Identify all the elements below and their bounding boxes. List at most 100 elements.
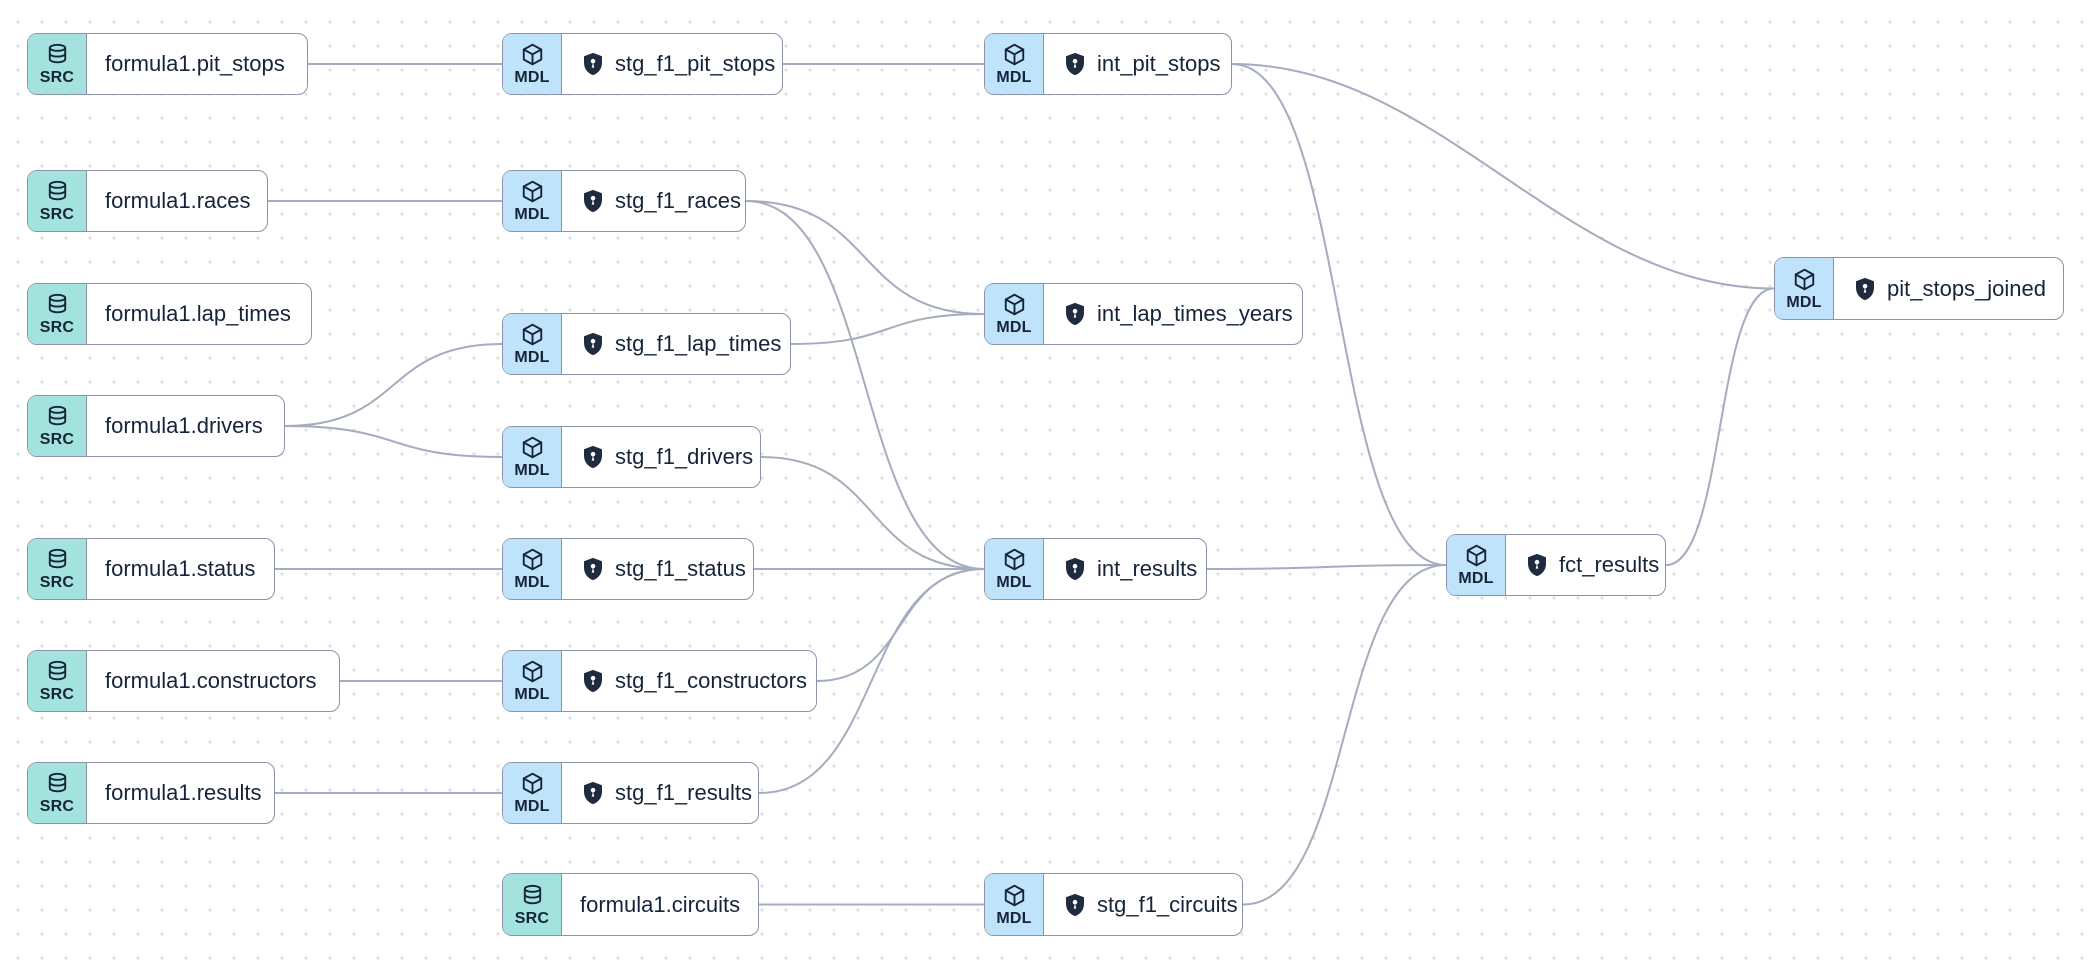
node-label: formula1.races [105, 188, 251, 213]
edge-stg-f1-races-to-int-results [745, 200, 985, 570]
lineage-node-stg-f1-status[interactable]: MDL stg_f1_status [502, 538, 754, 600]
source-type-badge: SRC [503, 874, 562, 935]
badge-label: MDL [514, 69, 550, 86]
node-label: pit_stops_joined [1887, 275, 2047, 301]
lineage-node-formula1-results[interactable]: SRC formula1.results [27, 762, 275, 824]
cube-icon [1794, 268, 1814, 290]
edge-int-pit-stops-to-fct-results [1231, 63, 1447, 566]
shield-keyhole-icon [584, 557, 602, 581]
shield-keyhole-icon [584, 189, 602, 213]
model-type-badge: MDL [1447, 535, 1506, 595]
node-label: formula1.drivers [105, 413, 263, 438]
node-body: stg_f1_status [562, 539, 753, 599]
lineage-node-stg-f1-races[interactable]: MDL stg_f1_races [502, 170, 746, 232]
node-label: stg_f1_circuits [1097, 891, 1238, 917]
cube-icon [1004, 548, 1024, 571]
badge-label: MDL [514, 574, 550, 591]
source-type-badge: SRC [28, 763, 87, 823]
lineage-node-fct-results[interactable]: MDL fct_results [1446, 534, 1666, 596]
node-label: formula1.lap_times [105, 301, 291, 326]
node-label: stg_f1_drivers [615, 444, 754, 469]
source-type-badge: SRC [28, 539, 87, 599]
badge-label: SRC [39, 206, 75, 223]
cube-icon [522, 180, 542, 203]
model-type-badge: MDL [985, 284, 1044, 344]
edge-int-results-to-fct-results [1206, 564, 1447, 570]
node-body: formula1.drivers [87, 396, 284, 456]
node-label: formula1.status [105, 556, 256, 581]
node-body: formula1.circuits [562, 874, 758, 935]
database-icon [48, 405, 66, 426]
lineage-node-formula1-races[interactable]: SRC formula1.races [27, 170, 268, 232]
lineage-node-formula1-drivers[interactable]: SRC formula1.drivers [27, 395, 285, 457]
lineage-node-int-pit-stops[interactable]: MDL int_pit_stops [984, 33, 1232, 95]
shield-keyhole-icon [584, 52, 602, 76]
lineage-node-stg-f1-circuits[interactable]: MDL stg_f1_circuits [984, 873, 1243, 936]
node-body: formula1.lap_times [87, 284, 311, 344]
edge-int-pit-stops-to-pit-stops-joined [1231, 63, 1775, 290]
source-type-badge: SRC [28, 396, 87, 456]
lineage-node-formula1-status[interactable]: SRC formula1.status [27, 538, 275, 600]
cube-icon [522, 772, 542, 795]
shield-keyhole-icon [1066, 52, 1084, 76]
node-body: stg_f1_circuits [1044, 874, 1242, 935]
model-type-badge: MDL [503, 763, 562, 823]
node-body: int_pit_stops [1044, 34, 1231, 94]
edge-stg-f1-lap-times-to-int-lap-times-years [790, 313, 985, 345]
node-label: formula1.constructors [105, 668, 317, 693]
node-label: int_pit_stops [1097, 51, 1221, 76]
edge-stg-f1-circuits-to-fct-results [1242, 564, 1447, 906]
cube-icon [1004, 884, 1024, 906]
node-body: pit_stops_joined [1834, 258, 2063, 319]
badge-label: MDL [996, 909, 1032, 927]
badge-label: SRC [39, 431, 75, 448]
node-label: fct_results [1559, 552, 1660, 577]
node-body: stg_f1_lap_times [562, 314, 790, 374]
lineage-node-stg-f1-drivers[interactable]: MDL stg_f1_drivers [502, 426, 761, 488]
badge-label: MDL [996, 69, 1032, 86]
edge-fct-results-to-pit-stops-joined [1665, 287, 1775, 566]
lineage-node-formula1-circuits[interactable]: SRC formula1.circuits [502, 873, 759, 936]
node-label: stg_f1_races [615, 188, 741, 213]
lineage-node-pit-stops-joined[interactable]: MDL pit_stops_joined [1774, 257, 2064, 320]
cube-icon [522, 436, 542, 459]
edge-stg-f1-results-to-int-results [758, 568, 985, 794]
shield-keyhole-icon [1528, 553, 1546, 577]
cube-icon [522, 43, 542, 66]
node-label: formula1.circuits [580, 891, 741, 917]
badge-label: MDL [1786, 293, 1822, 311]
node-body: fct_results [1506, 535, 1665, 595]
model-type-badge: MDL [1775, 258, 1834, 319]
badge-label: SRC [39, 798, 75, 815]
database-icon [48, 548, 66, 569]
node-label: formula1.results [105, 780, 262, 805]
badge-label: MDL [1458, 570, 1494, 587]
badge-label: MDL [514, 349, 550, 366]
cube-icon [1004, 293, 1024, 316]
database-icon [48, 180, 66, 201]
cube-icon [1466, 544, 1486, 567]
model-type-badge: MDL [503, 314, 562, 374]
edge-formula1-drivers-to-stg-f1-lap-times [284, 343, 503, 427]
node-body: int_lap_times_years [1044, 284, 1302, 344]
database-icon [523, 884, 541, 904]
node-body: stg_f1_constructors [562, 651, 816, 711]
shield-keyhole-icon [584, 332, 602, 356]
badge-label: MDL [514, 206, 550, 223]
model-type-badge: MDL [503, 427, 562, 487]
shield-keyhole-icon [584, 781, 602, 805]
lineage-node-stg-f1-lap-times[interactable]: MDL stg_f1_lap_times [502, 313, 791, 375]
node-body: formula1.constructors [87, 651, 339, 711]
badge-label: MDL [514, 798, 550, 815]
node-body: formula1.results [87, 763, 274, 823]
